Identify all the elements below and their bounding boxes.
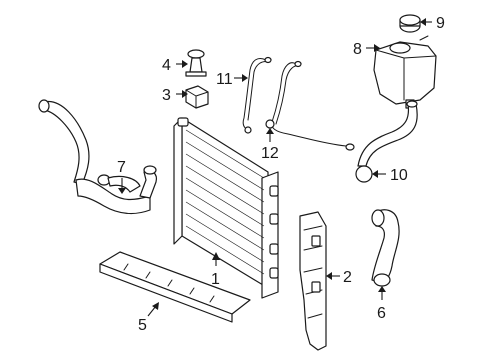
callout-7-label: 7 bbox=[117, 159, 126, 176]
vent-tube bbox=[265, 60, 355, 151]
lower-radiator-hose bbox=[371, 209, 400, 287]
callout-6-label: 6 bbox=[377, 305, 386, 322]
callout-2-label: 2 bbox=[343, 269, 352, 286]
callout-8: 8 bbox=[353, 41, 380, 58]
callout-2: 2 bbox=[326, 269, 352, 286]
callout-12-label: 12 bbox=[261, 145, 279, 162]
radiator-bracket bbox=[299, 211, 327, 351]
callout-10-label: 10 bbox=[390, 167, 408, 184]
push-clip bbox=[185, 49, 207, 77]
callout-9-label: 9 bbox=[436, 15, 445, 32]
upper-radiator-hose bbox=[38, 99, 157, 215]
overflow-hose bbox=[355, 100, 418, 183]
callout-12: 12 bbox=[261, 128, 279, 162]
lower-air-deflector bbox=[99, 251, 251, 323]
reservoir-cap bbox=[399, 14, 421, 33]
callout-1-label: 1 bbox=[211, 271, 220, 288]
callout-8-label: 8 bbox=[353, 41, 362, 58]
rubber-mount bbox=[185, 85, 209, 109]
callout-6: 6 bbox=[377, 286, 386, 322]
callout-11-label: 11 bbox=[216, 71, 233, 88]
callout-5: 5 bbox=[138, 302, 159, 334]
callout-10: 10 bbox=[372, 167, 408, 184]
callout-3-label: 3 bbox=[162, 87, 171, 104]
callout-9: 9 bbox=[420, 15, 445, 32]
callout-4-label: 4 bbox=[162, 57, 171, 74]
coolant-reservoir bbox=[373, 35, 437, 109]
radiator bbox=[173, 117, 279, 299]
callout-7: 7 bbox=[117, 159, 126, 194]
callout-5-label: 5 bbox=[138, 317, 147, 334]
callout-3: 3 bbox=[162, 87, 188, 104]
callout-4: 4 bbox=[162, 57, 188, 74]
vent-line bbox=[242, 56, 272, 134]
callout-11: 11 bbox=[216, 71, 248, 88]
callout-1: 1 bbox=[211, 252, 220, 288]
